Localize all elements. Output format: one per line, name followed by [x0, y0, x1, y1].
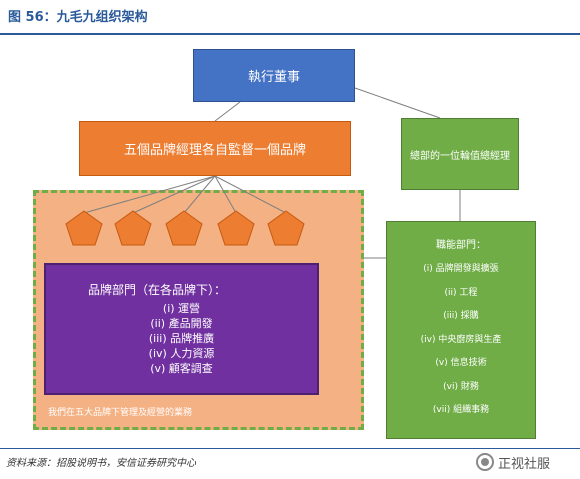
brand-department-list: (i) 運營 (ii) 產品開發 (iii) 品牌推廣 (iv) 人力資源 (v… — [46, 301, 317, 376]
functional-department-item: (ii) 工程 — [444, 287, 478, 298]
brand-pentagon-3 — [165, 210, 203, 246]
general-manager-box: 總部的一位輪值總經理 — [401, 118, 519, 190]
functional-department-item: (vii) 組織事務 — [432, 405, 490, 415]
connector-brandmgr-pent-3 — [183, 175, 216, 214]
figure-title: 图 56：九毛九组织架构 — [8, 10, 148, 25]
functional-department-item: (iv) 中央廚房與生產 — [420, 334, 502, 345]
brand-group-note: 我們在五大品牌下管理及經營的業務 — [48, 408, 193, 418]
brand-managers-box: 五個品牌經理各自監督一個品牌 — [79, 121, 351, 176]
brand-department-item: (iii) 品牌推廣 — [148, 332, 215, 345]
brand-pentagon-5 — [267, 210, 305, 246]
brand-pentagon-1 — [65, 210, 103, 246]
brand-department-item: (v) 顧客調查 — [150, 362, 213, 375]
brand-department-title: 品牌部門（在各品牌下）： — [88, 283, 227, 297]
brand-department-box: 品牌部門（在各品牌下）： (i) 運營 (ii) 產品開發 (iii) 品牌推廣… — [44, 263, 319, 395]
functional-department-list: (i) 品牌開發與擴張 (ii) 工程 (iii) 採購 (iv) 中央廚房與生… — [387, 258, 535, 423]
functional-department-item: (v) 信息技術 — [435, 358, 487, 368]
functional-department-item: (iii) 採購 — [443, 311, 479, 321]
watermark: 正视社服 — [476, 449, 576, 475]
connector-brandmgr-pent-1 — [83, 175, 216, 214]
brand-department-item: (ii) 產品開發 — [150, 317, 213, 330]
executive-director-box: 執行董事 — [193, 49, 355, 102]
watermark-text: 正视社服 — [498, 456, 551, 472]
connector-brandmgr-pent-4 — [214, 175, 237, 214]
functional-department-title: 職能部門： — [436, 240, 486, 251]
functional-department-item: (vi) 財務 — [443, 381, 479, 392]
source-note: 资料来源：招股说明书，安信证券研究中心 — [6, 458, 196, 469]
connector-brandmgr-pent-5 — [214, 175, 287, 214]
brand-department-item: (iv) 人力資源 — [148, 347, 215, 360]
connector-brandmgr-pent-2 — [132, 175, 216, 214]
title-rule — [0, 33, 580, 35]
brand-pentagon-4 — [217, 210, 255, 246]
brand-department-item: (i) 運營 — [162, 302, 201, 315]
functional-department-item: (i) 品牌開發與擴張 — [423, 264, 499, 274]
connector-exec-gm — [354, 87, 441, 119]
brand-pentagon-2 — [114, 210, 152, 246]
connector-exec-brandmgr — [214, 101, 241, 122]
source-rule — [0, 448, 580, 449]
wechat-logo-icon — [476, 453, 494, 471]
functional-department-box: 職能部門： (i) 品牌開發與擴張 (ii) 工程 (iii) 採購 (iv) … — [386, 221, 536, 439]
